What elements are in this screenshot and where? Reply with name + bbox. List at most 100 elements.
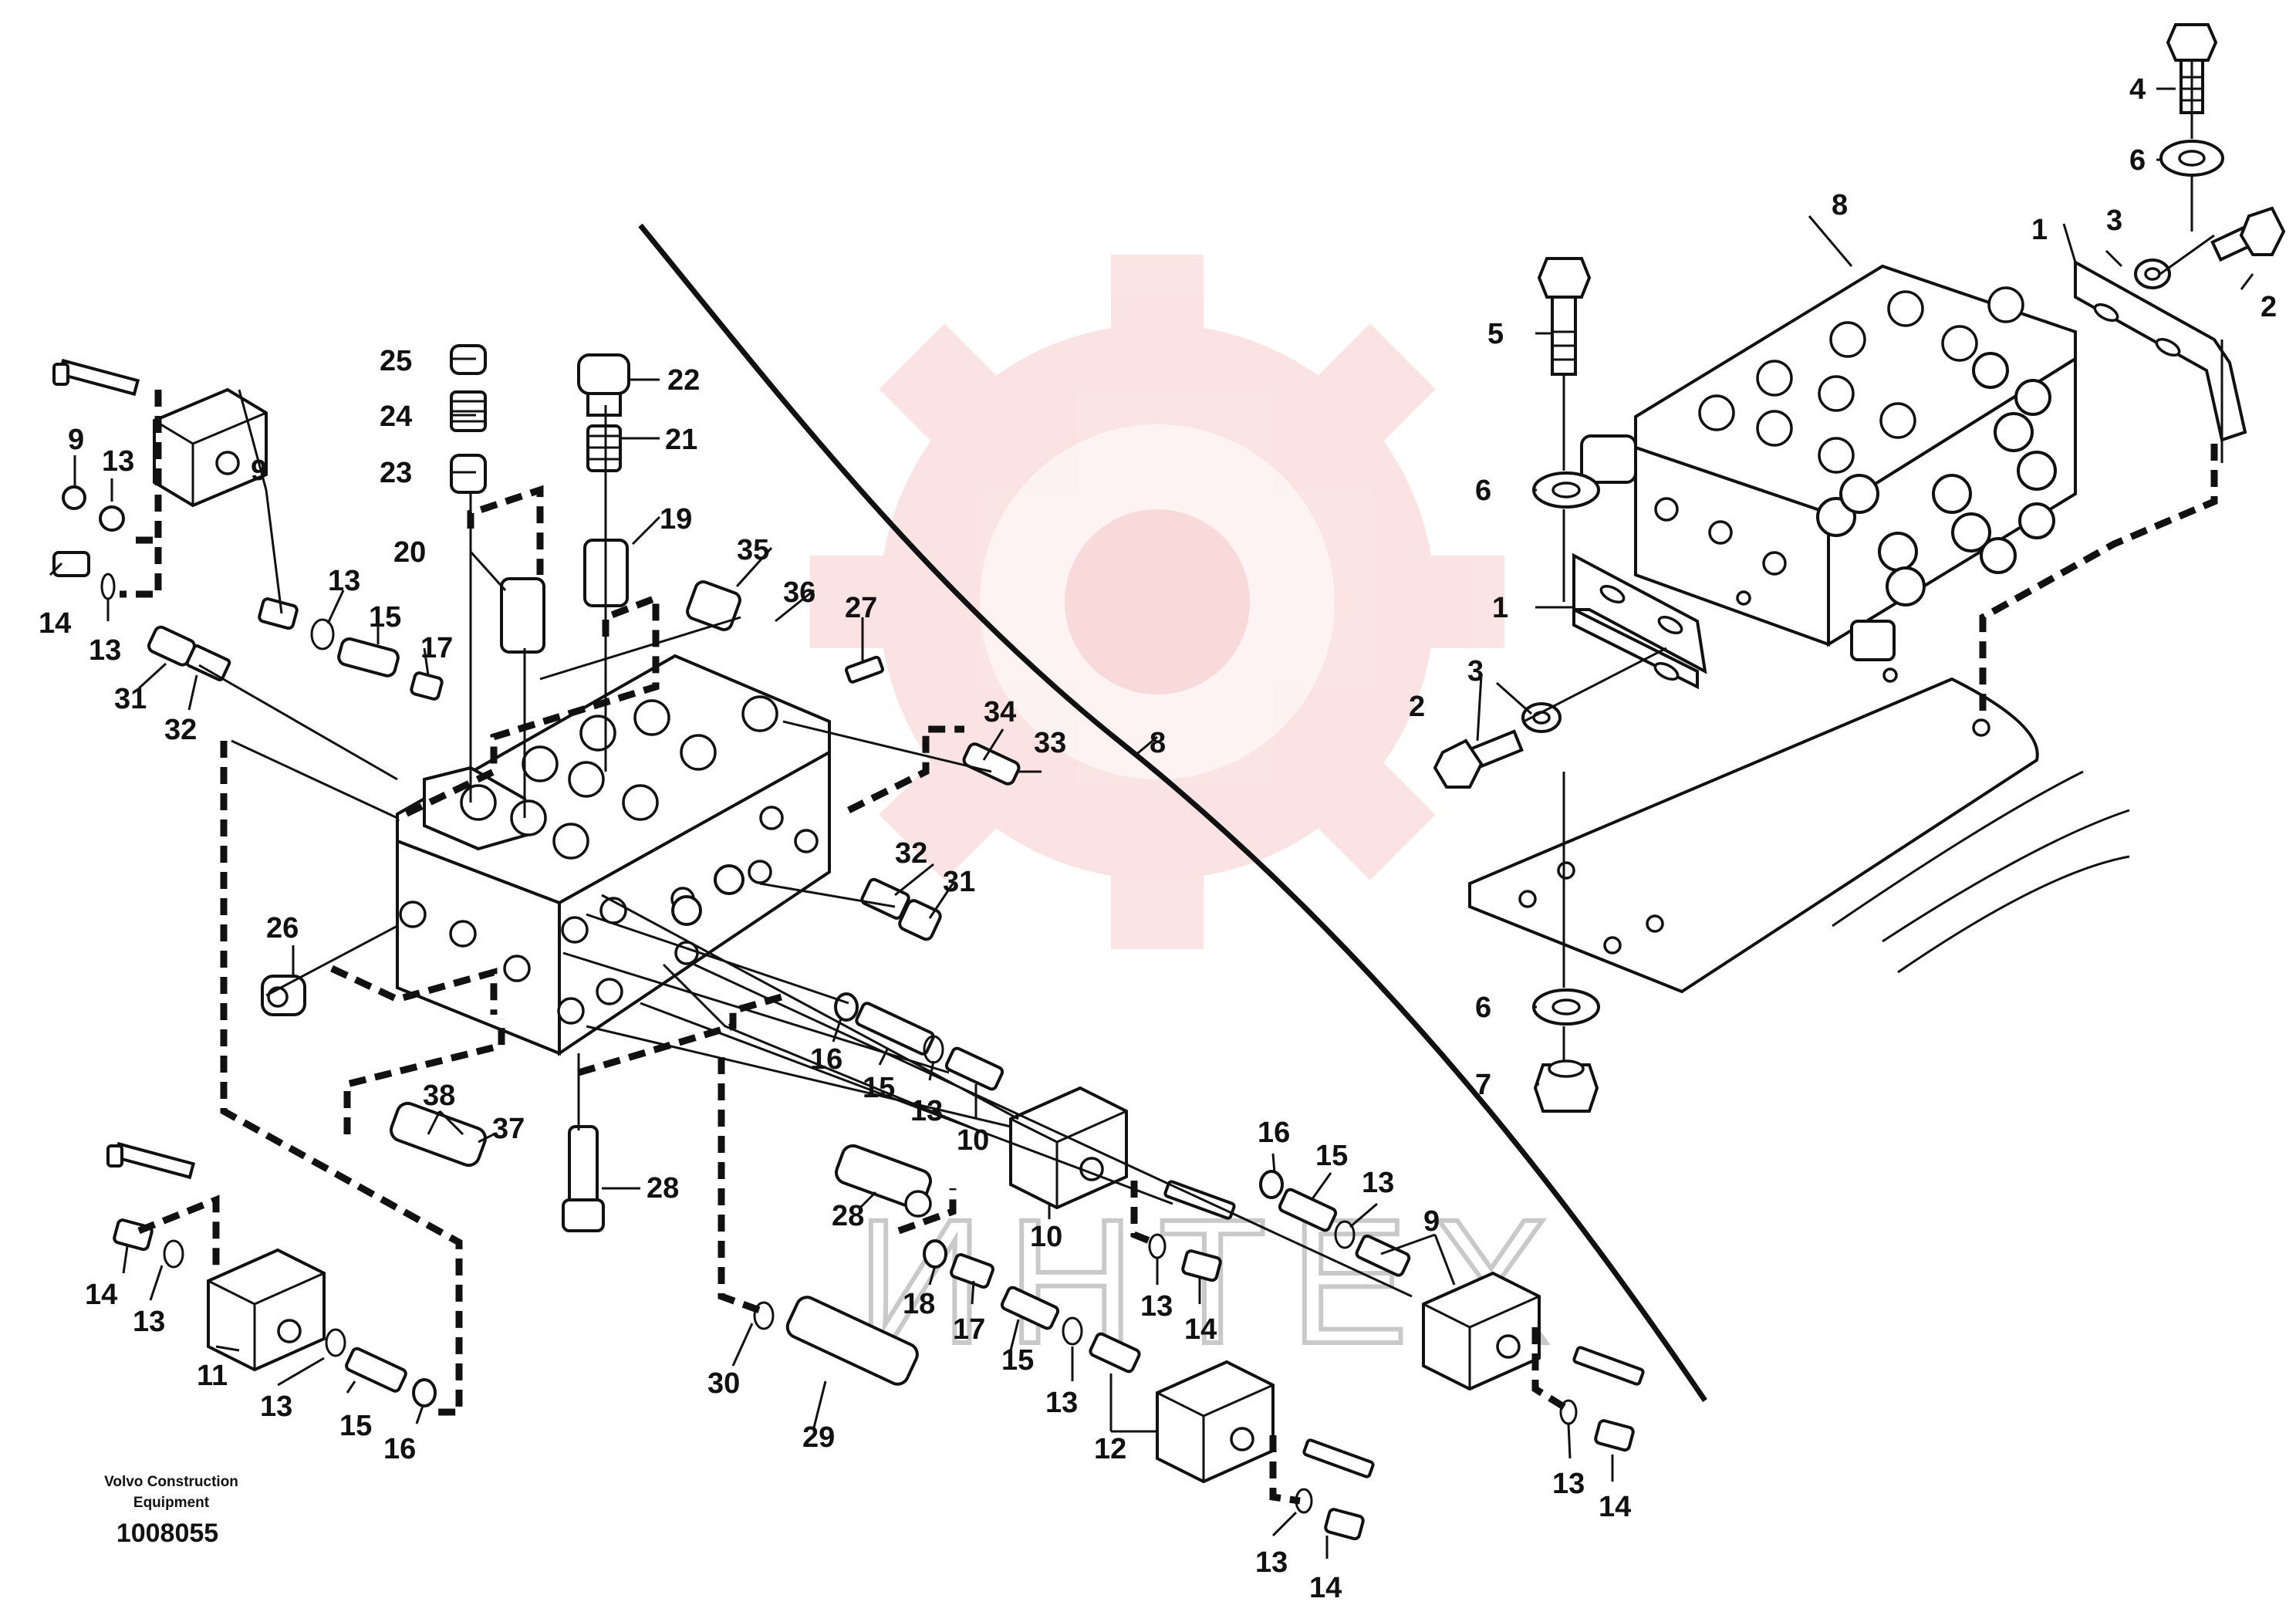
figure-number: 1008055 bbox=[116, 1519, 218, 1548]
callout-13: 13 bbox=[260, 1391, 292, 1423]
callout-14: 14 bbox=[1184, 1313, 1217, 1346]
callout-16: 16 bbox=[810, 1043, 842, 1076]
callout-18: 18 bbox=[903, 1288, 935, 1320]
callout-36: 36 bbox=[783, 576, 815, 609]
pressure-sensor-31-right bbox=[860, 877, 942, 941]
callout-16: 16 bbox=[1258, 1117, 1290, 1149]
callout-22: 22 bbox=[667, 364, 700, 397]
callout-10: 10 bbox=[957, 1124, 989, 1157]
callout-32: 32 bbox=[895, 837, 927, 870]
callout-19: 19 bbox=[660, 503, 692, 536]
callout-31: 31 bbox=[943, 866, 975, 898]
callout-15: 15 bbox=[1315, 1140, 1348, 1172]
callout-34: 34 bbox=[984, 696, 1016, 728]
check-valve-28-lower bbox=[562, 1125, 605, 1232]
flange-nut-7 bbox=[1533, 1063, 1599, 1113]
callout-26: 26 bbox=[266, 912, 299, 944]
plug-stack-25-23 bbox=[450, 344, 487, 494]
flange-bolt-5 bbox=[1537, 257, 1592, 376]
screw-27 bbox=[845, 655, 884, 684]
callout-8: 8 bbox=[1150, 727, 1166, 759]
callout-12: 12 bbox=[1094, 1433, 1126, 1465]
callout-9: 9 bbox=[1423, 1205, 1440, 1238]
callout-13: 13 bbox=[1362, 1167, 1394, 1199]
callout-37: 37 bbox=[492, 1113, 525, 1145]
mounting-plate bbox=[1468, 677, 2039, 994]
flange-bolt-2-left bbox=[1433, 729, 1524, 789]
callout-9: 9 bbox=[251, 454, 267, 487]
flange-bolt-2-right bbox=[2210, 206, 2286, 262]
callout-30: 30 bbox=[707, 1367, 740, 1400]
valve-29 bbox=[785, 1296, 919, 1386]
callout-9: 9 bbox=[68, 424, 84, 456]
callout-labels: 4 6 8 1 3 2 5 6 1 3 2 6 7 8 25 24 23 22 … bbox=[39, 73, 2277, 1604]
plug-35 bbox=[686, 580, 741, 631]
company-name: Volvo Construction bbox=[104, 1474, 238, 1490]
callout-23: 23 bbox=[380, 457, 412, 489]
callout-13: 13 bbox=[1255, 1546, 1288, 1579]
callout-13: 13 bbox=[910, 1095, 943, 1127]
plug-14-right bbox=[1594, 1419, 1635, 1452]
callout-14: 14 bbox=[1599, 1491, 1631, 1523]
callout-13: 13 bbox=[89, 634, 121, 667]
pilot-cover-9-right bbox=[1422, 1271, 1645, 1391]
right-assembly bbox=[1433, 23, 2286, 1113]
left-assembly bbox=[52, 344, 1645, 1541]
pilot-cover-11 bbox=[106, 1141, 437, 1407]
callout-21: 21 bbox=[665, 424, 697, 456]
divider-line bbox=[638, 223, 1707, 1402]
callout-15: 15 bbox=[1001, 1344, 1034, 1377]
callout-14: 14 bbox=[85, 1279, 117, 1311]
plug-spring-22-21 bbox=[577, 353, 630, 472]
valve-20 bbox=[500, 577, 545, 654]
callout-13: 13 bbox=[102, 445, 134, 478]
callout-1: 1 bbox=[2031, 214, 2048, 246]
spring-set-upper bbox=[834, 992, 1004, 1091]
callout-17: 17 bbox=[420, 632, 453, 664]
callout-15: 15 bbox=[863, 1072, 895, 1104]
pilot-cover-9-upper bbox=[52, 358, 444, 701]
callout-16: 16 bbox=[383, 1433, 416, 1465]
leader-lines bbox=[49, 87, 2254, 1559]
callout-32: 32 bbox=[164, 714, 197, 746]
callout-28: 28 bbox=[832, 1200, 864, 1232]
callout-4: 4 bbox=[2129, 73, 2146, 106]
callout-14: 14 bbox=[1309, 1572, 1342, 1604]
callout-11: 11 bbox=[197, 1360, 228, 1392]
callout-7: 7 bbox=[1475, 1069, 1491, 1101]
figure-footer: Volvo Construction Equipment 1008055 bbox=[104, 1474, 238, 1548]
control-valve-block bbox=[1580, 264, 2077, 661]
plug-14-bottom bbox=[1324, 1508, 1365, 1541]
callout-33: 33 bbox=[1034, 727, 1066, 759]
seal-30 bbox=[753, 1301, 775, 1330]
callout-20: 20 bbox=[393, 536, 426, 569]
callout-17: 17 bbox=[953, 1313, 985, 1346]
check-valve-28-upper bbox=[835, 1144, 932, 1218]
callout-25: 25 bbox=[380, 345, 412, 377]
spring-set-lower bbox=[1000, 1286, 1141, 1374]
seal-18 bbox=[923, 1239, 947, 1269]
callout-28: 28 bbox=[647, 1172, 679, 1205]
callout-5: 5 bbox=[1487, 318, 1504, 350]
plug-26 bbox=[261, 975, 306, 1016]
pressure-sensor-31-left bbox=[147, 625, 231, 681]
callout-15: 15 bbox=[369, 601, 401, 634]
company-name-line2: Equipment bbox=[133, 1495, 210, 1511]
sensor-33 bbox=[962, 742, 1021, 786]
callout-15: 15 bbox=[339, 1410, 372, 1442]
callout-1: 1 bbox=[1492, 592, 1508, 624]
plug-14-middle bbox=[1181, 1249, 1222, 1282]
piston-17-lower bbox=[950, 1253, 994, 1289]
callout-13: 13 bbox=[328, 565, 360, 597]
callout-13: 13 bbox=[1045, 1387, 1078, 1419]
callout-6: 6 bbox=[2129, 144, 2146, 177]
callout-14: 14 bbox=[39, 607, 71, 640]
callout-27: 27 bbox=[845, 592, 877, 624]
callout-13: 13 bbox=[1140, 1290, 1173, 1323]
callout-35: 35 bbox=[737, 534, 769, 566]
callout-10: 10 bbox=[1030, 1221, 1062, 1253]
pilot-cover-10 bbox=[1009, 1086, 1236, 1220]
spring-set-right bbox=[1259, 1170, 1411, 1277]
watermark-logo bbox=[810, 255, 1504, 949]
